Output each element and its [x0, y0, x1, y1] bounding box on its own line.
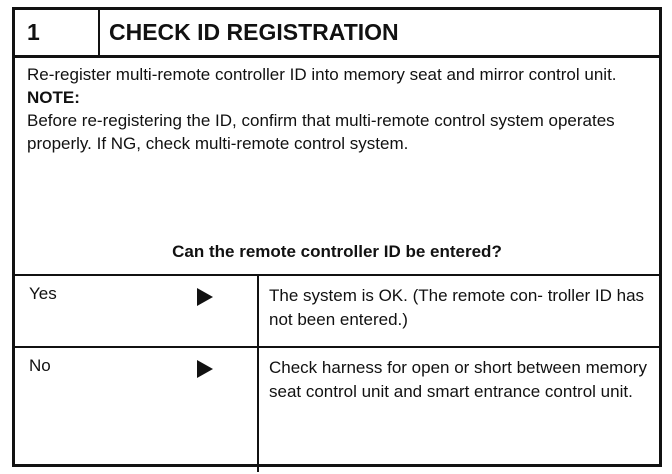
answer-label: No	[29, 356, 51, 375]
arrow-right-icon	[197, 360, 213, 378]
result-text: The system is OK. (The remote con- troll…	[269, 286, 645, 329]
step-body: Re-register multi-remote controller ID i…	[27, 63, 647, 155]
step-header: 1 CHECK ID REGISTRATION	[15, 10, 659, 58]
instruction-text: Re-register multi-remote controller ID i…	[27, 65, 617, 84]
answer-label: Yes	[29, 284, 57, 303]
result-text: Check harness for open or short between …	[269, 358, 647, 401]
note-label: NOTE:	[27, 88, 80, 107]
diagnostic-step-table: 1 CHECK ID REGISTRATION Re-register mult…	[12, 7, 662, 472]
column-divider	[257, 276, 259, 348]
question-text: Can the remote controller ID be entered?	[172, 242, 502, 261]
note-text: Before re-registering the ID, confirm th…	[27, 111, 615, 153]
step-title: CHECK ID REGISTRATION	[109, 19, 399, 45]
step-number: 1	[15, 10, 100, 55]
answer-row-yes: Yes The system is OK. (The remote con- t…	[15, 274, 659, 348]
column-divider	[257, 348, 259, 472]
answer-row-no: No Check harness for open or short betwe…	[15, 346, 659, 472]
arrow-right-icon	[197, 288, 213, 306]
